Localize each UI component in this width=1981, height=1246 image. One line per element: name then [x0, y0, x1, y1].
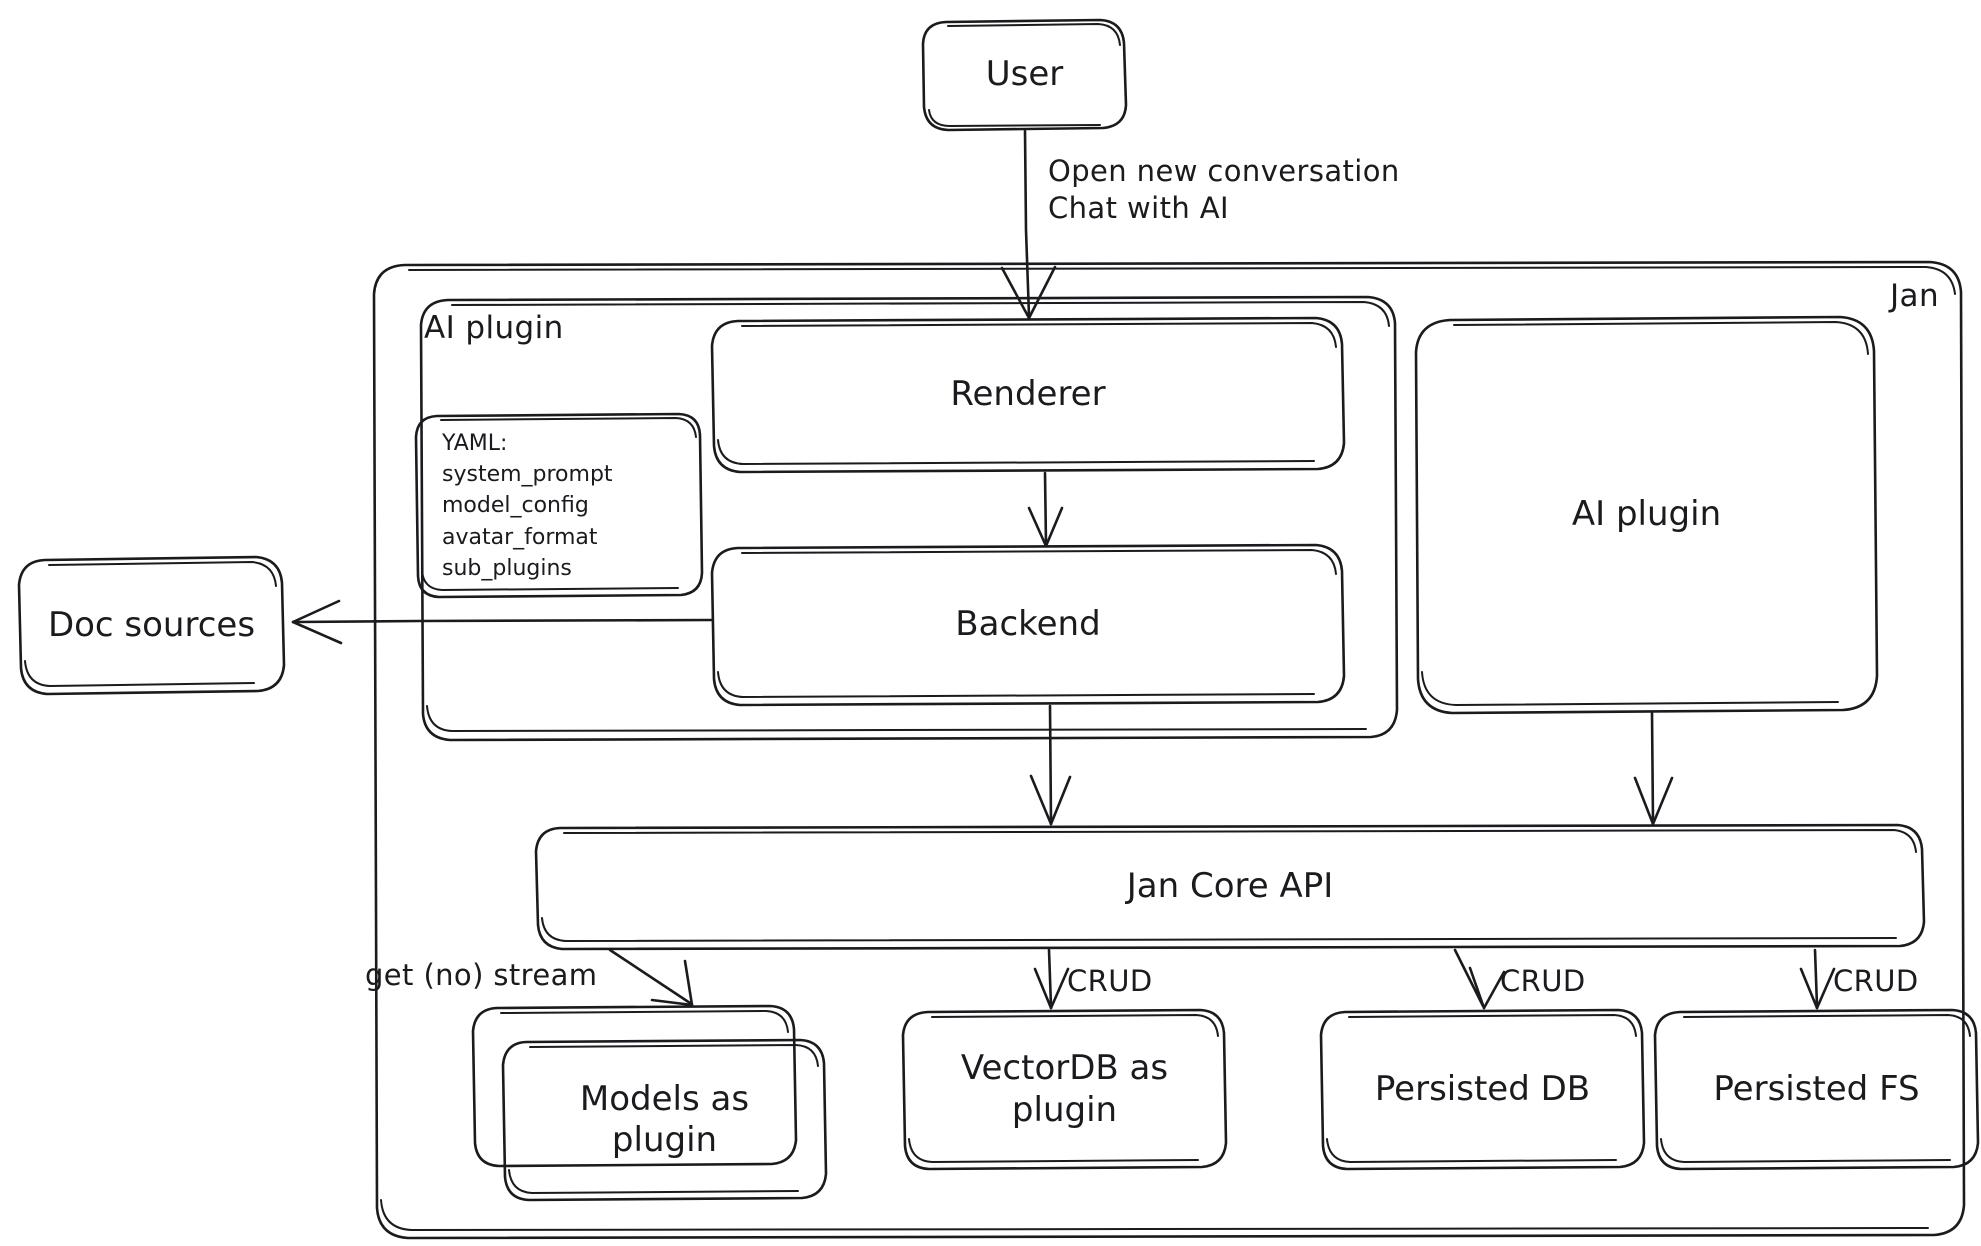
arrow-renderer-to-backend: [1027, 471, 1064, 548]
node-doc-sources[interactable]: Doc sources: [19, 557, 284, 694]
persisted-db-box-stroke: [1319, 1008, 1646, 1171]
persisted-fs-box-stroke: [1653, 1008, 1980, 1171]
models-plugin-outer-stroke: [471, 1004, 798, 1168]
node-backend-label: Backend: [955, 604, 1101, 645]
edge-label-crud-vectordb: CRUD: [1067, 964, 1153, 998]
edge-label-crud-persisted-fs: CRUD: [1833, 964, 1919, 998]
node-renderer[interactable]: Renderer: [712, 318, 1344, 472]
node-user-label: User: [985, 54, 1064, 95]
ai-plugin-box-stroke: [1414, 315, 1879, 715]
user-box-stroke: [921, 18, 1128, 132]
node-persisted-db[interactable]: Persisted DB: [1321, 1010, 1644, 1169]
arrow-core-to-persisted-db: [1453, 948, 1506, 1010]
vectordb-box-stroke: [901, 1008, 1228, 1171]
node-vectordb-plugin[interactable]: VectorDB as plugin: [903, 1010, 1226, 1169]
node-models-plugin-label: Models as plugin: [579, 1078, 750, 1160]
node-jan-core-api-label: Jan Core API: [1126, 866, 1334, 907]
doc-sources-box-stroke: [17, 555, 286, 696]
yaml-card: YAML: system_prompt model_config avatar_…: [430, 420, 700, 595]
arrow-core-to-vectordb: [1033, 948, 1070, 1010]
node-jan-core-api[interactable]: Jan Core API: [536, 825, 1924, 949]
arrow-backend-to-core: [1029, 704, 1072, 826]
node-vectordb-plugin-label: VectorDB as plugin: [960, 1048, 1169, 1130]
node-backend[interactable]: Backend: [712, 545, 1344, 705]
node-doc-sources-label: Doc sources: [47, 604, 256, 645]
edge-label-user-to-renderer: Open new conversation Chat with AI: [1048, 154, 1400, 226]
arrow-core-to-persisted-fs: [1799, 948, 1836, 1010]
arrow-core-to-models: [608, 948, 694, 1007]
backend-box-stroke: [710, 543, 1346, 707]
ai-plugin-group-stroke: [419, 295, 1399, 742]
node-persisted-db-label: Persisted DB: [1374, 1068, 1591, 1109]
renderer-box-stroke: [710, 316, 1346, 474]
node-persisted-fs-label: Persisted FS: [1713, 1068, 1920, 1109]
ai-plugin-group-label: AI plugin: [424, 310, 564, 346]
node-ai-plugin[interactable]: AI plugin: [1416, 317, 1877, 713]
arrow-user-to-renderer: [1000, 129, 1057, 320]
arrow-ai-plugin-to-core: [1633, 711, 1674, 826]
node-models-plugin[interactable]: Models as plugin: [503, 1040, 826, 1200]
node-persisted-fs[interactable]: Persisted FS: [1655, 1010, 1978, 1169]
node-renderer-label: Renderer: [950, 374, 1106, 415]
jan-container-stroke: [372, 260, 1966, 1240]
edge-label-crud-persisted-db: CRUD: [1500, 964, 1586, 998]
arrow-backend-to-doc-sources: [291, 599, 714, 645]
jan-container-label: Jan: [1890, 278, 1939, 314]
node-user[interactable]: User: [923, 20, 1126, 130]
models-plugin-inner-stroke: [501, 1038, 828, 1202]
jan-core-api-box-stroke: [534, 823, 1926, 951]
yaml-card-text: YAML: system_prompt model_config avatar_…: [442, 431, 613, 581]
edge-label-get-no-stream: get (no) stream: [365, 958, 598, 992]
yaml-card-stroke: [414, 412, 704, 599]
node-ai-plugin-label: AI plugin: [1571, 494, 1722, 535]
